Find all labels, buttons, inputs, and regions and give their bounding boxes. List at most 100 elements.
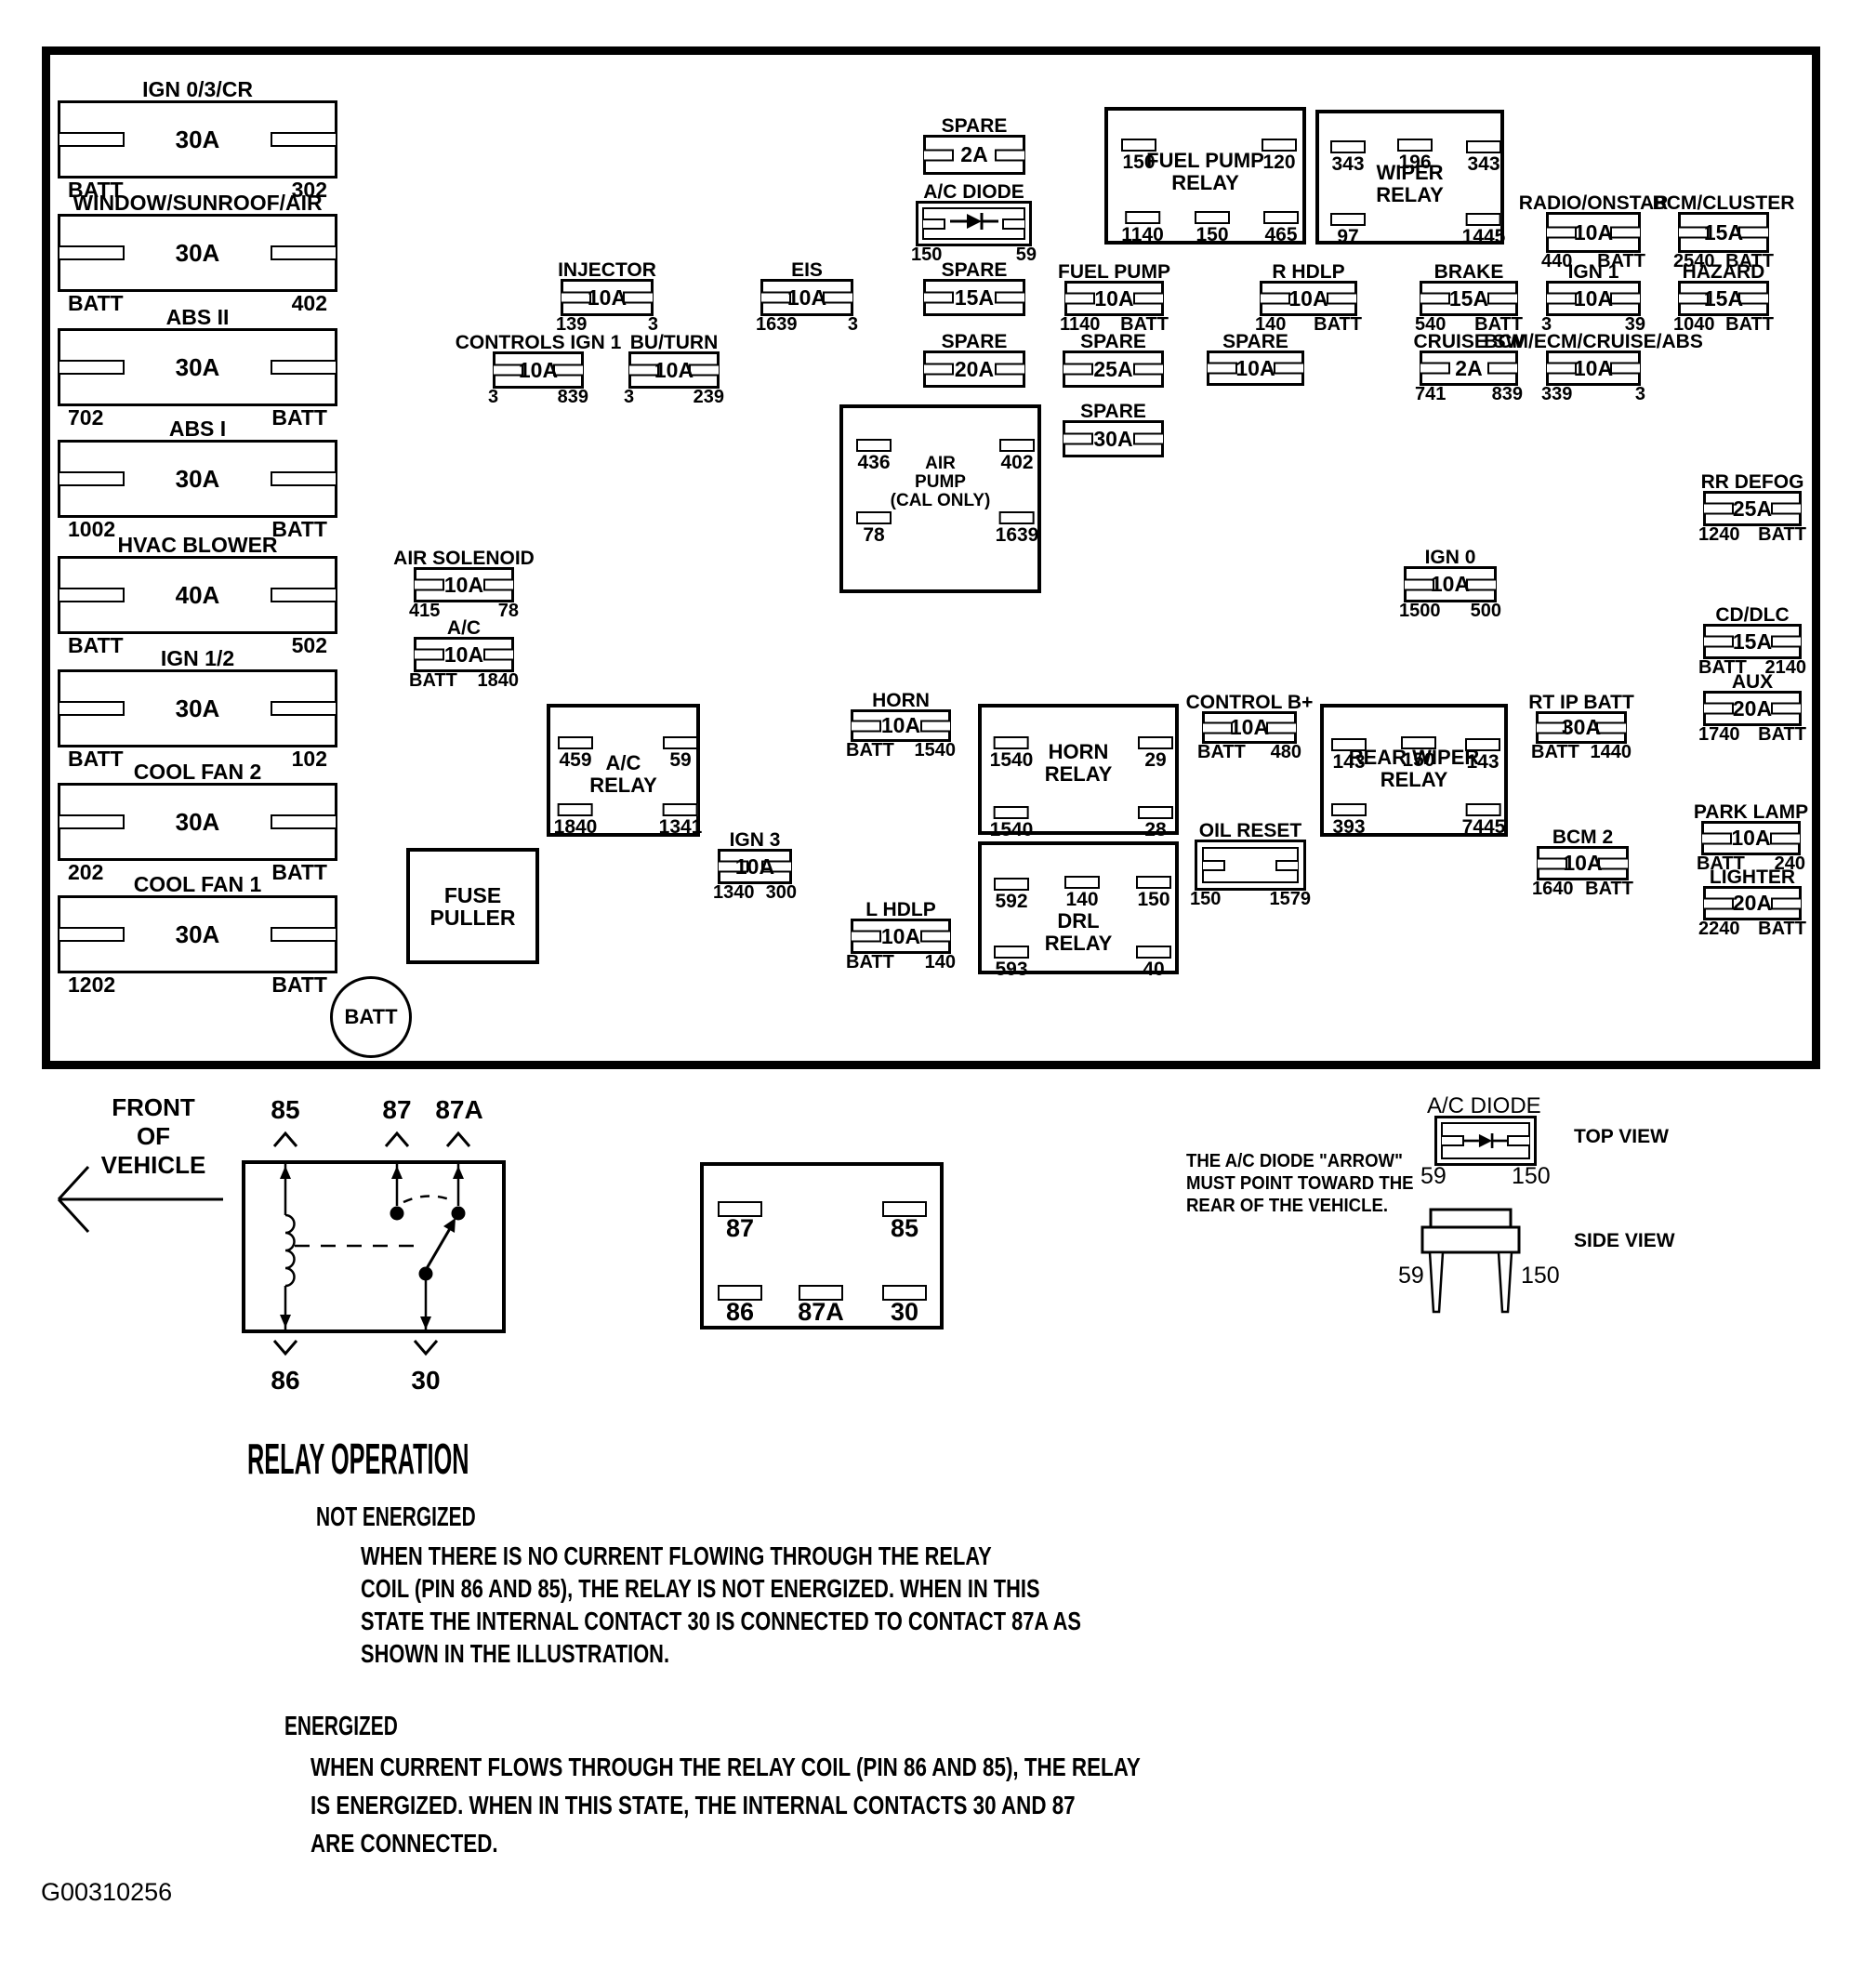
fuse-blade-right-icon xyxy=(1487,292,1517,305)
relay-pin-label: 1840 xyxy=(553,816,598,838)
relay-pin-label: 459 xyxy=(559,749,592,771)
fuse-pin-right: 59 xyxy=(1015,245,1037,265)
fuse-pin-left: BATT xyxy=(1698,657,1747,678)
fuse-blade-right-icon xyxy=(271,927,336,942)
fuse-amp-rating: 10A xyxy=(587,284,628,310)
fuse-blade-right-icon xyxy=(271,701,336,716)
fuse-pin-left: 339 xyxy=(1541,384,1573,404)
fuse-blade-left-icon xyxy=(59,471,125,486)
fuse-amp-rating: 30A xyxy=(175,694,220,722)
fuse-blade-right-icon xyxy=(1133,292,1163,305)
fuse-pin-right: BATT xyxy=(271,517,327,541)
relay-pin-slot-icon xyxy=(994,736,1029,749)
fuse-label: IGN 1/2 xyxy=(160,646,235,670)
front-of-vehicle-label: FRONT OF VEHICLE xyxy=(91,1093,216,1180)
fuse-amp-rating: 10A xyxy=(1094,285,1134,311)
relay-pin-label: 143 xyxy=(1332,751,1366,773)
note-line: REAR OF THE VEHICLE. xyxy=(1186,1196,1389,1216)
fuse-pin-right: 78 xyxy=(497,601,519,621)
relay-pin-slot-icon xyxy=(1138,806,1173,819)
relay-pin: 393 xyxy=(1331,803,1367,837)
energized-paragraph: WHEN CURRENT FLOWS THROUGH THE RELAY COI… xyxy=(310,1748,1141,1862)
fuse-pin-left: BATT xyxy=(409,670,457,691)
fuse-amp-rating: 15A xyxy=(954,284,995,310)
front-of-vehicle-line: VEHICLE xyxy=(100,1151,206,1179)
relay-pin: 343 xyxy=(1330,140,1366,174)
relay-title-line: PUMP xyxy=(915,472,966,492)
relay-pin: 459 xyxy=(558,736,593,770)
fuse-pin-left: BATT xyxy=(1531,742,1579,762)
relay-pin: 150 xyxy=(1136,876,1171,909)
relay-title-line: WIPER xyxy=(1376,161,1444,184)
not-energized-paragraph: WHEN THERE IS NO CURRENT FLOWING THROUGH… xyxy=(361,1540,1081,1670)
underhood-fuse-panel-outline xyxy=(42,46,1820,1069)
fuse-blade-right-icon xyxy=(920,720,950,732)
pinout-slot-icon xyxy=(882,1285,927,1301)
fuse-pin-left: BATT xyxy=(846,740,894,761)
fuse-amp-rating: 10A xyxy=(1573,355,1614,380)
fuse-pin-right: 1440 xyxy=(1590,742,1632,762)
fuse-blade-right-icon xyxy=(623,291,653,304)
fuse-pin-left: BATT xyxy=(68,747,124,771)
relay-pin-label: 436 xyxy=(857,452,891,473)
fuse-label: WINDOW/SUNROOF/AIR xyxy=(73,191,323,215)
relay-pin-label: 78 xyxy=(863,524,885,546)
coil-symbol xyxy=(284,1213,296,1288)
fuse-pin-left: 3 xyxy=(488,387,499,407)
relay-operation-title: RELAY OPERATION xyxy=(247,1435,469,1483)
side-view-label: SIDE VIEW xyxy=(1574,1230,1675,1251)
relay-pin-slot-icon xyxy=(1466,803,1501,816)
diode-terminal-right xyxy=(1002,218,1024,230)
fuse-pin-right: 102 xyxy=(291,747,327,771)
pinout-pin-label: 85 xyxy=(890,1214,919,1242)
relay-pin: 1639 xyxy=(996,511,1038,545)
relay-pin-label: 29 xyxy=(1144,749,1167,771)
fuse-amp-rating: 15A xyxy=(1703,219,1744,245)
pinout-pin-label: 87A xyxy=(798,1298,844,1326)
fuse-blade-left-icon xyxy=(1704,702,1734,715)
fuse-amp-rating: 30A xyxy=(175,919,220,948)
note-line: MUST POINT TOWARD THE xyxy=(1186,1173,1414,1194)
relay-title-line: RELAY xyxy=(589,774,657,797)
fuse-label: IGN 1 xyxy=(1567,261,1619,283)
fuse-amp-rating: 10A xyxy=(1288,285,1328,311)
fuse-pin-right: 500 xyxy=(1470,601,1501,621)
relay-pin-slot-icon xyxy=(558,803,593,816)
fuse-blade-left-icon xyxy=(1702,832,1732,844)
fuse-blade-right-icon xyxy=(995,363,1024,376)
fuse-amp-rating: 20A xyxy=(1732,695,1773,721)
relay-pin: 465 xyxy=(1263,211,1299,245)
fuse-pin-right: BATT xyxy=(271,972,327,997)
fuse-blade-left-icon xyxy=(59,927,125,942)
relay-title-line: REAR WIPER xyxy=(1348,746,1480,769)
paragraph-line: COIL (PIN 86 AND 85), THE RELAY IS NOT E… xyxy=(361,1574,1040,1603)
fuse-blade-right-icon xyxy=(1610,226,1640,239)
pin-86-label: 86 xyxy=(271,1366,299,1395)
fuse-pin-right: 502 xyxy=(291,633,327,657)
fuse-blade-left-icon xyxy=(1064,363,1093,376)
relay-pin-label: 1540 xyxy=(989,819,1034,840)
fuse-amp-rating: 10A xyxy=(1573,219,1614,245)
relay-pin: 343 xyxy=(1466,140,1501,174)
fuse-label: LIGHTER xyxy=(1709,866,1796,888)
fuse-pin-left: 2540 xyxy=(1673,251,1715,271)
pin-87-label: 87 xyxy=(382,1095,411,1124)
fuse-pin-left: 1240 xyxy=(1698,524,1740,545)
